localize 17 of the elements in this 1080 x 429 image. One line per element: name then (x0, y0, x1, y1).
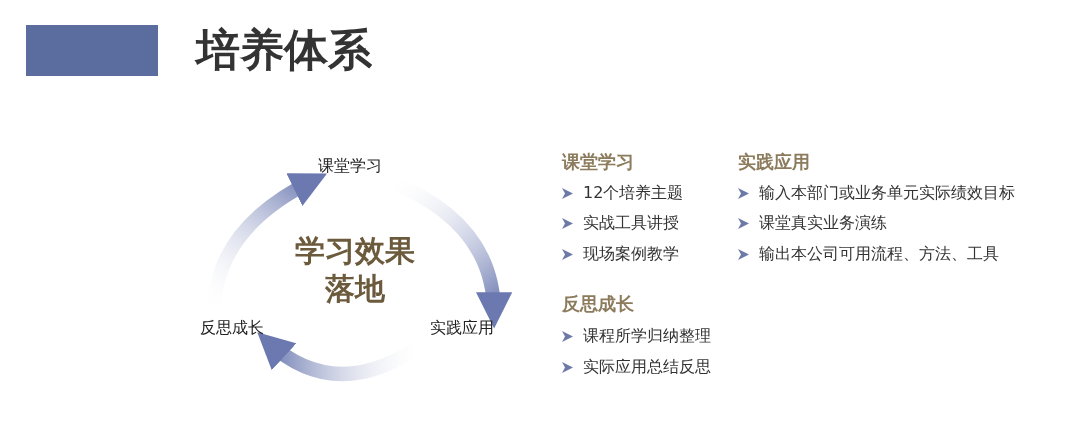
bullet-text: 输入本部门或业务单元实际绩效目标 (759, 183, 1015, 204)
section-heading: 课堂学习 (562, 150, 634, 174)
title-bar (26, 25, 158, 76)
center-label: 学习效果落地 (294, 232, 416, 308)
cycle-step-label: 实践应用 (430, 318, 494, 338)
cycle-step-label: 课堂学习 (318, 156, 382, 176)
section-heading: 反思成长 (562, 292, 634, 316)
title: 培养体系 (196, 24, 372, 76)
bullet-text: 输出本公司可用流程、方法、工具 (759, 244, 999, 265)
cycle-step-label: 反思成长 (200, 318, 264, 338)
section-heading: 实践应用 (738, 150, 810, 174)
bullet-text: 实战工具讲授 (583, 213, 679, 234)
bullet-text: 课程所学归纳整理 (583, 326, 711, 347)
bullet-text: 现场案例教学 (583, 244, 679, 265)
bullet-text: 实际应用总结反思 (583, 357, 711, 378)
bullet-text: 课堂真实业务演练 (759, 213, 887, 234)
bullet-text: 12个培养主题 (583, 183, 684, 204)
